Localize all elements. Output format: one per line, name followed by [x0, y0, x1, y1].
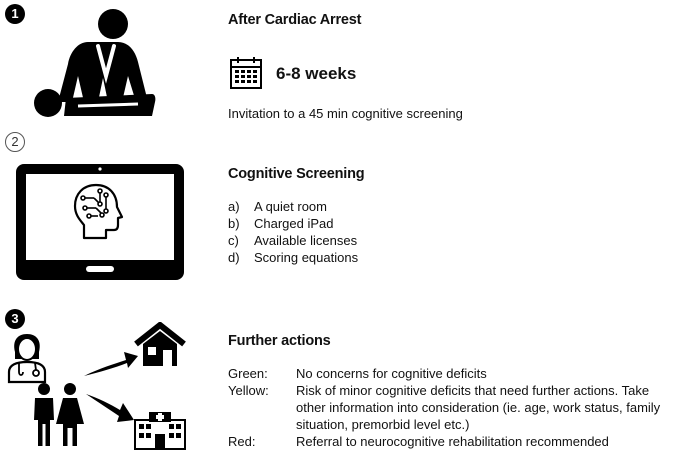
list-item: c)Available licenses: [228, 233, 358, 248]
step-1-badge: 1: [5, 4, 25, 24]
list-item: b)Charged iPad: [228, 216, 334, 231]
step-3-title: Further actions: [228, 333, 331, 349]
screening-requirements-list: a)A quiet room b)Charged iPad c)Availabl…: [228, 198, 358, 266]
list-item: a)A quiet room: [228, 199, 327, 214]
action-level: Red:: [228, 434, 256, 449]
hospital-icon: [134, 412, 186, 450]
brain-head-icon: [73, 183, 124, 240]
step-3-badge: 3: [5, 309, 25, 329]
action-text: Referral to neurocognitive rehabilitatio…: [296, 434, 609, 449]
action-text: Risk of minor cognitive deficits that ne…: [296, 383, 661, 432]
tablet-icon: [16, 164, 184, 280]
calendar-icon: [230, 57, 262, 89]
action-text: No concerns for cognitive deficits: [296, 366, 487, 381]
action-row-yellow: Yellow: Risk of minor cognitive deficits…: [228, 382, 678, 433]
action-level: Green:: [228, 366, 268, 381]
arrow-icon: [84, 352, 138, 376]
home-icon: [134, 322, 186, 366]
list-item: d)Scoring equations: [228, 250, 359, 265]
action-row-red: Red: Referral to neurocognitive rehabili…: [228, 433, 678, 450]
action-row-green: Green: No concerns for cognitive deficit…: [228, 365, 678, 382]
doctor-icon: [7, 334, 47, 384]
step-2-title: Cognitive Screening: [228, 166, 365, 182]
action-level: Yellow:: [228, 383, 269, 398]
step-2-badge: 2: [5, 132, 25, 152]
duration-label: 6-8 weeks: [276, 64, 357, 83]
step-1-title: After Cardiac Arrest: [228, 12, 362, 28]
couple-icon: [34, 383, 84, 446]
arrow-icon: [86, 394, 134, 422]
cpr-icon: [34, 9, 156, 117]
step-1-text: Invitation to a 45 min cognitive screeni…: [228, 106, 463, 121]
further-actions-list: Green: No concerns for cognitive deficit…: [228, 365, 678, 450]
